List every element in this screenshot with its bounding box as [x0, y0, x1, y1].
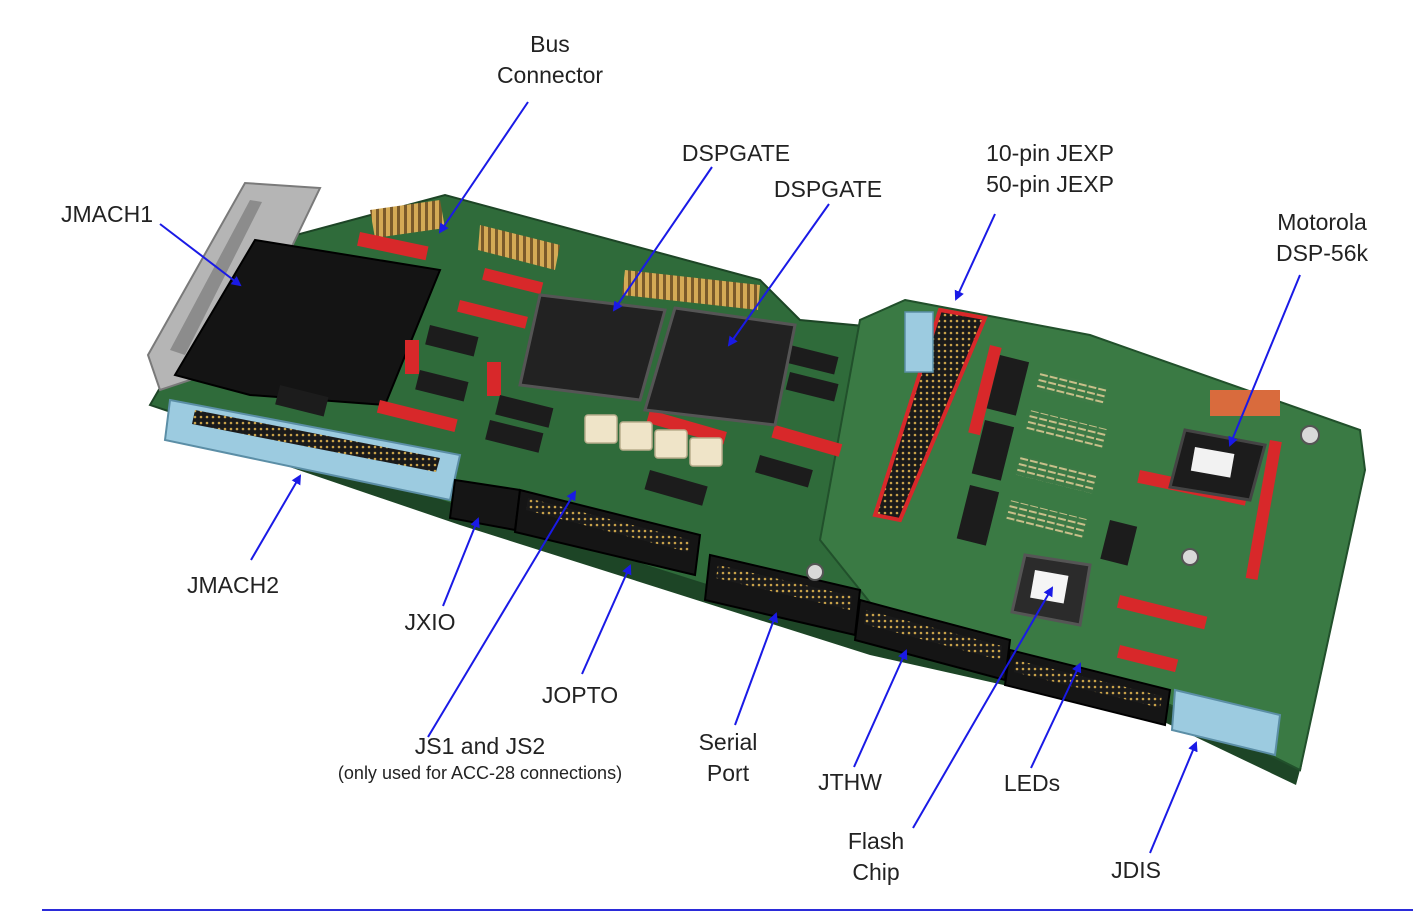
- label-flash-chip: Flash Chip: [826, 826, 926, 888]
- arrow-dspgate-2: [727, 203, 830, 347]
- label-dspgate-b-text: DSPGATE: [773, 176, 883, 202]
- arrow-js: [427, 490, 577, 738]
- arrow-serial: [734, 612, 778, 726]
- label-motorola-line1: Motorola: [1277, 209, 1367, 235]
- label-jopto-text: JOPTO: [541, 682, 619, 708]
- bus-edge-fingers: [370, 200, 445, 238]
- label-flash-line2: Chip: [852, 859, 900, 885]
- label-dspgate-a: DSPGATE: [656, 138, 816, 169]
- label-serial-line1: Serial: [698, 729, 758, 755]
- arrow-flash: [912, 586, 1054, 829]
- arrow-jexp: [954, 213, 996, 301]
- jexp-header: [872, 307, 988, 523]
- label-motorola: Motorola DSP-56k: [1252, 207, 1392, 269]
- bus-edge-fingers-3: [622, 270, 760, 310]
- arrow-jdis: [1149, 741, 1198, 854]
- arrow-bus-connector: [438, 101, 529, 234]
- label-leds-text: LEDs: [1003, 770, 1061, 796]
- dspgate-chip-2: [643, 306, 797, 427]
- arrow-jthw: [853, 649, 908, 768]
- arrow-dspgate-1: [612, 166, 713, 312]
- arrow-jmach2: [250, 474, 302, 561]
- label-serial-port: Serial Port: [678, 727, 778, 789]
- arrow-jmach1: [159, 223, 242, 287]
- label-flash-line1: Flash: [847, 828, 905, 854]
- bottom-divider-rule: [42, 909, 1413, 911]
- label-dspgate-a-text: DSPGATE: [681, 140, 791, 166]
- label-js-note: (only used for ACC-28 connections): [337, 763, 623, 783]
- label-js-title: JS1 and JS2: [414, 733, 546, 759]
- label-jmach1: JMACH1: [42, 199, 172, 230]
- bus-edge-fingers-2: [478, 225, 560, 270]
- label-dspgate-b: DSPGATE: [748, 174, 908, 205]
- label-jexp-line2: 50-pin JEXP: [986, 171, 1114, 197]
- arrow-jxio: [442, 517, 480, 607]
- label-jdis: JDIS: [1086, 855, 1186, 886]
- label-jthw-text: JTHW: [818, 769, 882, 795]
- label-serial-line2: Port: [706, 760, 750, 786]
- label-jexp-line1: 10-pin JEXP: [986, 140, 1114, 166]
- label-bus-connector: Bus Connector: [470, 29, 630, 91]
- arrow-motorola: [1228, 274, 1301, 447]
- label-leds: LEDs: [982, 768, 1082, 799]
- dspgate-chip-1: [518, 293, 667, 402]
- arrow-leds: [1030, 662, 1082, 769]
- label-bus-connector-line2: Connector: [496, 62, 604, 88]
- label-jexp: 10-pin JEXP 50-pin JEXP: [960, 138, 1140, 200]
- label-jthw: JTHW: [800, 767, 900, 798]
- label-jxio: JXIO: [385, 607, 475, 638]
- label-bus-connector-line1: Bus: [530, 31, 570, 57]
- arrow-jopto: [581, 564, 632, 675]
- label-jxio-text: JXIO: [404, 609, 456, 635]
- jdis-connector: [1170, 688, 1282, 757]
- label-jmach2-text: JMACH2: [186, 572, 279, 598]
- label-jdis-text: JDIS: [1111, 857, 1161, 883]
- label-jmach2: JMACH2: [168, 570, 298, 601]
- label-jopto: JOPTO: [520, 680, 640, 711]
- label-js1-js2: JS1 and JS2 (only used for ACC-28 connec…: [290, 731, 670, 784]
- label-motorola-line2: DSP-56k: [1275, 240, 1369, 266]
- label-jmach1-text: JMACH1: [60, 201, 153, 227]
